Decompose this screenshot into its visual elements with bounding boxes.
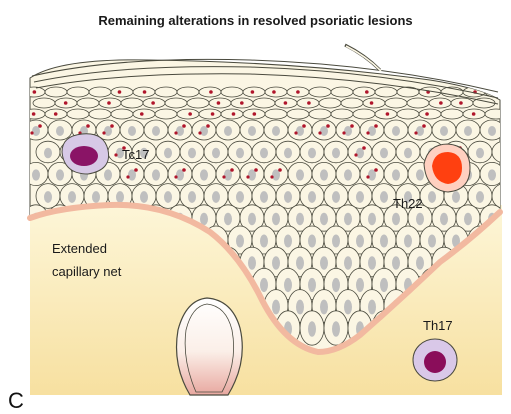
granular-cell [176,108,200,120]
granular-cell [330,86,354,98]
tc17-cell [61,133,110,175]
tc17-label: Tc17 [122,147,149,162]
granular-cell [396,108,420,120]
granular-cell [362,97,386,109]
granular-cell [186,97,210,109]
granular-cell [76,97,100,109]
granular-cell [406,97,430,109]
granular-cell [88,108,112,120]
granular-cell [176,86,200,98]
granular-cell [264,108,288,120]
granular-cell [264,86,288,98]
granular-cell [110,108,134,120]
granular-cell [220,86,244,98]
capillary-label-line2: capillary net [52,264,122,279]
granular-cell [252,97,276,109]
panel-letter: C [8,388,24,413]
basement-membrane [27,201,503,356]
granular-cell [154,108,178,120]
granular-cell [120,97,144,109]
granular-cell [164,97,188,109]
granular-cell [330,108,354,120]
granular-cell [308,86,332,98]
keratinocyte [491,140,500,164]
granular-cell [132,108,156,120]
granular-cell [88,86,112,98]
granular-cell [66,86,90,98]
granular-cell [374,86,398,98]
th17-cell [412,338,458,382]
capillary-vessel [175,297,243,396]
granular-cell [66,108,90,120]
granular-cell [44,86,68,98]
granular-cell [110,86,134,98]
capillary-label-line1: Extended [52,241,107,256]
th22-label: Th22 [393,196,423,211]
granular-cell [418,108,442,120]
granular-cell [154,86,178,98]
red-immune-cell [423,143,471,193]
granular-cell [384,97,408,109]
keratinocyte [491,183,500,209]
stratum-corneum [31,43,499,105]
granular-cell [352,86,376,98]
granular-cell [484,108,500,120]
granular-cell [286,108,310,120]
granular-cell [198,108,222,120]
granular-cell [440,108,464,120]
th17-label: Th17 [423,318,453,333]
granular-cell [340,97,364,109]
granular-cell [32,97,56,109]
granular-cell [318,97,342,109]
granular-cell [308,108,332,120]
figure-title: Remaining alterations in resolved psoria… [98,13,413,28]
granular-cell [352,108,376,120]
